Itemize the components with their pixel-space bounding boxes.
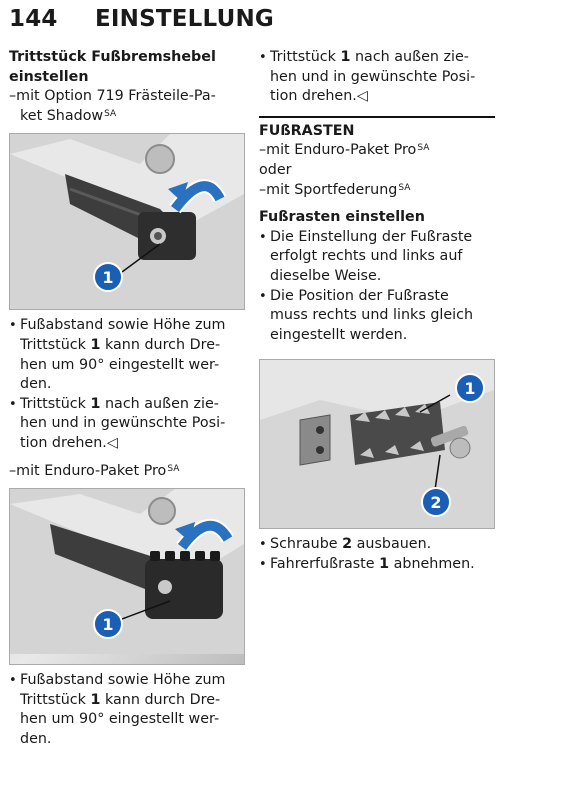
heading-trittstueck: Trittstück Fußbremshebel einstellen bbox=[9, 49, 216, 85]
callout-1: 1 bbox=[102, 268, 113, 287]
bullet-distance-1: Fußabstand sowie Höhe zum Trittstück 1 k… bbox=[9, 316, 245, 394]
text-oder: oder bbox=[259, 161, 292, 178]
figure-brake-pedal-enduro: 1 bbox=[9, 488, 245, 666]
callout-2: 2 bbox=[430, 493, 441, 512]
bullet-distance-1-enduro: Fußabstand sowie Höhe zum Trittstück 1 k… bbox=[9, 671, 245, 749]
bullet-remove-screw: Schraube 2 ausbauen. bbox=[259, 535, 495, 555]
page-number: 144 bbox=[9, 6, 58, 32]
figure-footrest: 1 2 bbox=[259, 359, 495, 530]
bullet-pull-out-1: Trittstück 1 nach außen zie- hen und in … bbox=[9, 395, 245, 454]
page-header: 144 EINSTELLUNG bbox=[9, 6, 274, 32]
right-column: Trittstück 1 nach außen zie- hen und in … bbox=[259, 48, 495, 575]
heading-fussrasten: Fußrasten einstellen bbox=[259, 209, 425, 226]
callout-1: 1 bbox=[464, 379, 475, 398]
condition-sport: –mit SportfederungSA bbox=[259, 181, 411, 198]
section-title: FUßRASTEN bbox=[259, 122, 355, 139]
bullet-remove-footrest: Fahrerfußraste 1 abnehmen. bbox=[259, 555, 495, 575]
figure-brake-pedal-shadow: 1 bbox=[9, 133, 245, 311]
section-rule bbox=[259, 115, 495, 118]
callout-1: 1 bbox=[102, 615, 113, 634]
page-title: EINSTELLUNG bbox=[95, 6, 274, 32]
condition-option719: –mit Option 719 Frästeile-Pa-ket ShadowS… bbox=[9, 88, 216, 124]
condition-enduro-right: –mit Enduro-Paket ProSA bbox=[259, 142, 430, 159]
bullet-pull-out-continued: Trittstück 1 nach außen zie- hen und in … bbox=[259, 48, 495, 107]
left-column: Trittstück Fußbremshebel einstellen –mit… bbox=[9, 48, 245, 750]
condition-enduro: –mit Enduro-Paket ProSA bbox=[9, 462, 180, 479]
